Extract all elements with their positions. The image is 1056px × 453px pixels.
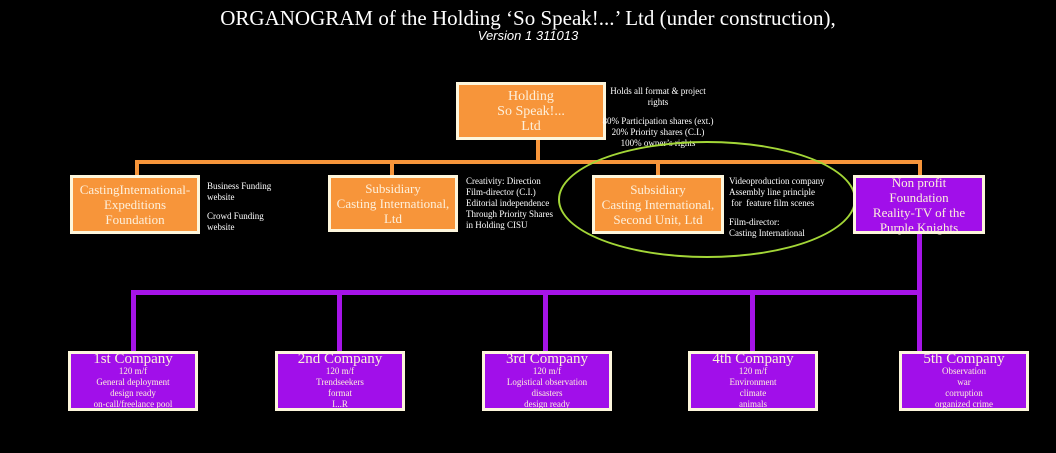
- node-label: Foundation: [105, 212, 165, 227]
- node-company-1[interactable]: 1st Company 120 m/f General deployment d…: [68, 351, 198, 411]
- node-company-4[interactable]: 4th Company 120 m/f Environment climate …: [688, 351, 818, 411]
- node-label: Second Unit, Ltd: [613, 212, 703, 227]
- node-label: So Speak!...: [497, 103, 565, 119]
- node-label: Non profit: [891, 174, 947, 190]
- company-detail: organized crime: [934, 399, 994, 409]
- node-label: Reality-TV of the: [872, 204, 966, 220]
- company-title: 4th Company: [712, 351, 794, 367]
- company-detail: I...R: [332, 399, 348, 409]
- node-label: Casting International,: [336, 196, 450, 211]
- note-line: Assembly line principle: [729, 187, 815, 197]
- company-detail: 120 m/f: [118, 366, 148, 376]
- node-label: Foundation: [889, 189, 949, 205]
- note-line: Through Priority Shares: [466, 209, 553, 219]
- second-unit-notes: Videoproduction company Assembly line pr…: [729, 176, 825, 239]
- company-detail: design ready: [110, 388, 156, 398]
- note-line: Holds all format & project: [610, 86, 706, 96]
- connector-to-company-3: [543, 290, 548, 352]
- company-detail: Trendseekers: [316, 377, 364, 387]
- company-detail: corruption: [945, 388, 983, 398]
- note-line: 80% Participation shares (ext.): [602, 116, 714, 126]
- company-detail: war: [957, 377, 971, 387]
- node-label: Holding: [508, 88, 554, 104]
- node-company-3[interactable]: 3rd Company 120 m/f Logistical observati…: [482, 351, 612, 411]
- node-label: Ltd: [383, 211, 403, 226]
- note-line: 20% Priority shares (C.I.): [611, 127, 705, 137]
- node-non-profit-foundation[interactable]: Non profit Foundation Reality-TV of the …: [853, 174, 985, 235]
- connector-to-casting-intl: [390, 160, 394, 176]
- company-detail: General deployment: [96, 377, 170, 387]
- note-line: for feature film scenes: [729, 198, 815, 208]
- note-line: Creativity: Direction: [466, 176, 541, 186]
- foundation-notes: Business Funding website Crowd Funding w…: [207, 181, 271, 233]
- company-detail: format: [328, 388, 352, 398]
- connector-to-foundation: [135, 160, 139, 176]
- node-subsidiary-casting-intl[interactable]: Subsidiary Casting International, Ltd: [328, 175, 458, 232]
- node-label: Purple Knights: [879, 219, 959, 235]
- note-line: Film-director (C.I.): [466, 187, 536, 197]
- note-line: Crowd Funding: [207, 211, 264, 221]
- company-detail: climate: [739, 388, 767, 398]
- connector-to-non-profit: [918, 160, 922, 176]
- company-detail: 120 m/f: [325, 366, 355, 376]
- company-detail: animals: [739, 399, 767, 409]
- connector-to-company-1: [131, 290, 136, 352]
- company-detail: design ready: [524, 399, 570, 409]
- company-detail: 120 m/f: [738, 366, 768, 376]
- holding-notes: Holds all format & project rights 80% Pa…: [598, 86, 718, 149]
- node-label: Expeditions: [103, 197, 167, 212]
- note-line: Videoproduction company: [729, 176, 825, 186]
- note-line: Business Funding: [207, 181, 272, 191]
- note-line: website: [207, 222, 235, 232]
- connector-level1-bar: [135, 160, 922, 164]
- node-label: CastingInternational-: [79, 182, 191, 197]
- node-subsidiary-second-unit[interactable]: Subsidiary Casting International, Second…: [592, 175, 724, 234]
- connector-root-down: [536, 137, 540, 163]
- diagram-version: Version 1 311013: [477, 28, 579, 43]
- note-line: Casting International: [729, 228, 805, 238]
- note-line: Editorial independence: [466, 198, 550, 208]
- connector-to-company-4: [750, 290, 755, 352]
- connector-to-company-2: [337, 290, 342, 352]
- note-line: Film-director:: [729, 217, 780, 227]
- company-detail: on-call/freelance pool: [93, 399, 173, 409]
- node-label: Subsidiary: [365, 181, 421, 196]
- note-line: 100% owner’s rights: [620, 138, 696, 148]
- company-title: 5th Company: [923, 351, 1005, 367]
- node-holding[interactable]: Holding So Speak!... Ltd: [456, 82, 606, 140]
- company-title: 3rd Company: [505, 351, 589, 367]
- company-detail: disasters: [531, 388, 563, 398]
- node-label: Ltd: [521, 118, 541, 134]
- company-detail: Observation: [942, 366, 986, 376]
- company-detail: 120 m/f: [532, 366, 562, 376]
- node-label: Subsidiary: [630, 182, 686, 197]
- company-detail: Logistical observation: [506, 377, 588, 387]
- node-label: Casting International,: [601, 197, 715, 212]
- company-title: 2nd Company: [297, 351, 383, 367]
- note-line: rights: [647, 97, 669, 107]
- node-casting-intl-expeditions-foundation[interactable]: CastingInternational- Expeditions Founda…: [70, 175, 200, 234]
- note-line: website: [207, 192, 235, 202]
- note-line: in Holding CISU: [466, 220, 528, 230]
- node-company-5[interactable]: 5th Company Observation war corruption o…: [899, 351, 1029, 411]
- company-title: 1st Company: [93, 351, 173, 367]
- company-detail: Environment: [729, 377, 777, 387]
- connector-companies-bar: [131, 290, 922, 295]
- node-company-2[interactable]: 2nd Company 120 m/f Trendseekers format …: [275, 351, 405, 411]
- diagram-title: ORGANOGRAM of the Holding ‘So Speak!...’…: [220, 6, 836, 30]
- casting-intl-notes: Creativity: Direction Film-director (C.I…: [466, 176, 553, 231]
